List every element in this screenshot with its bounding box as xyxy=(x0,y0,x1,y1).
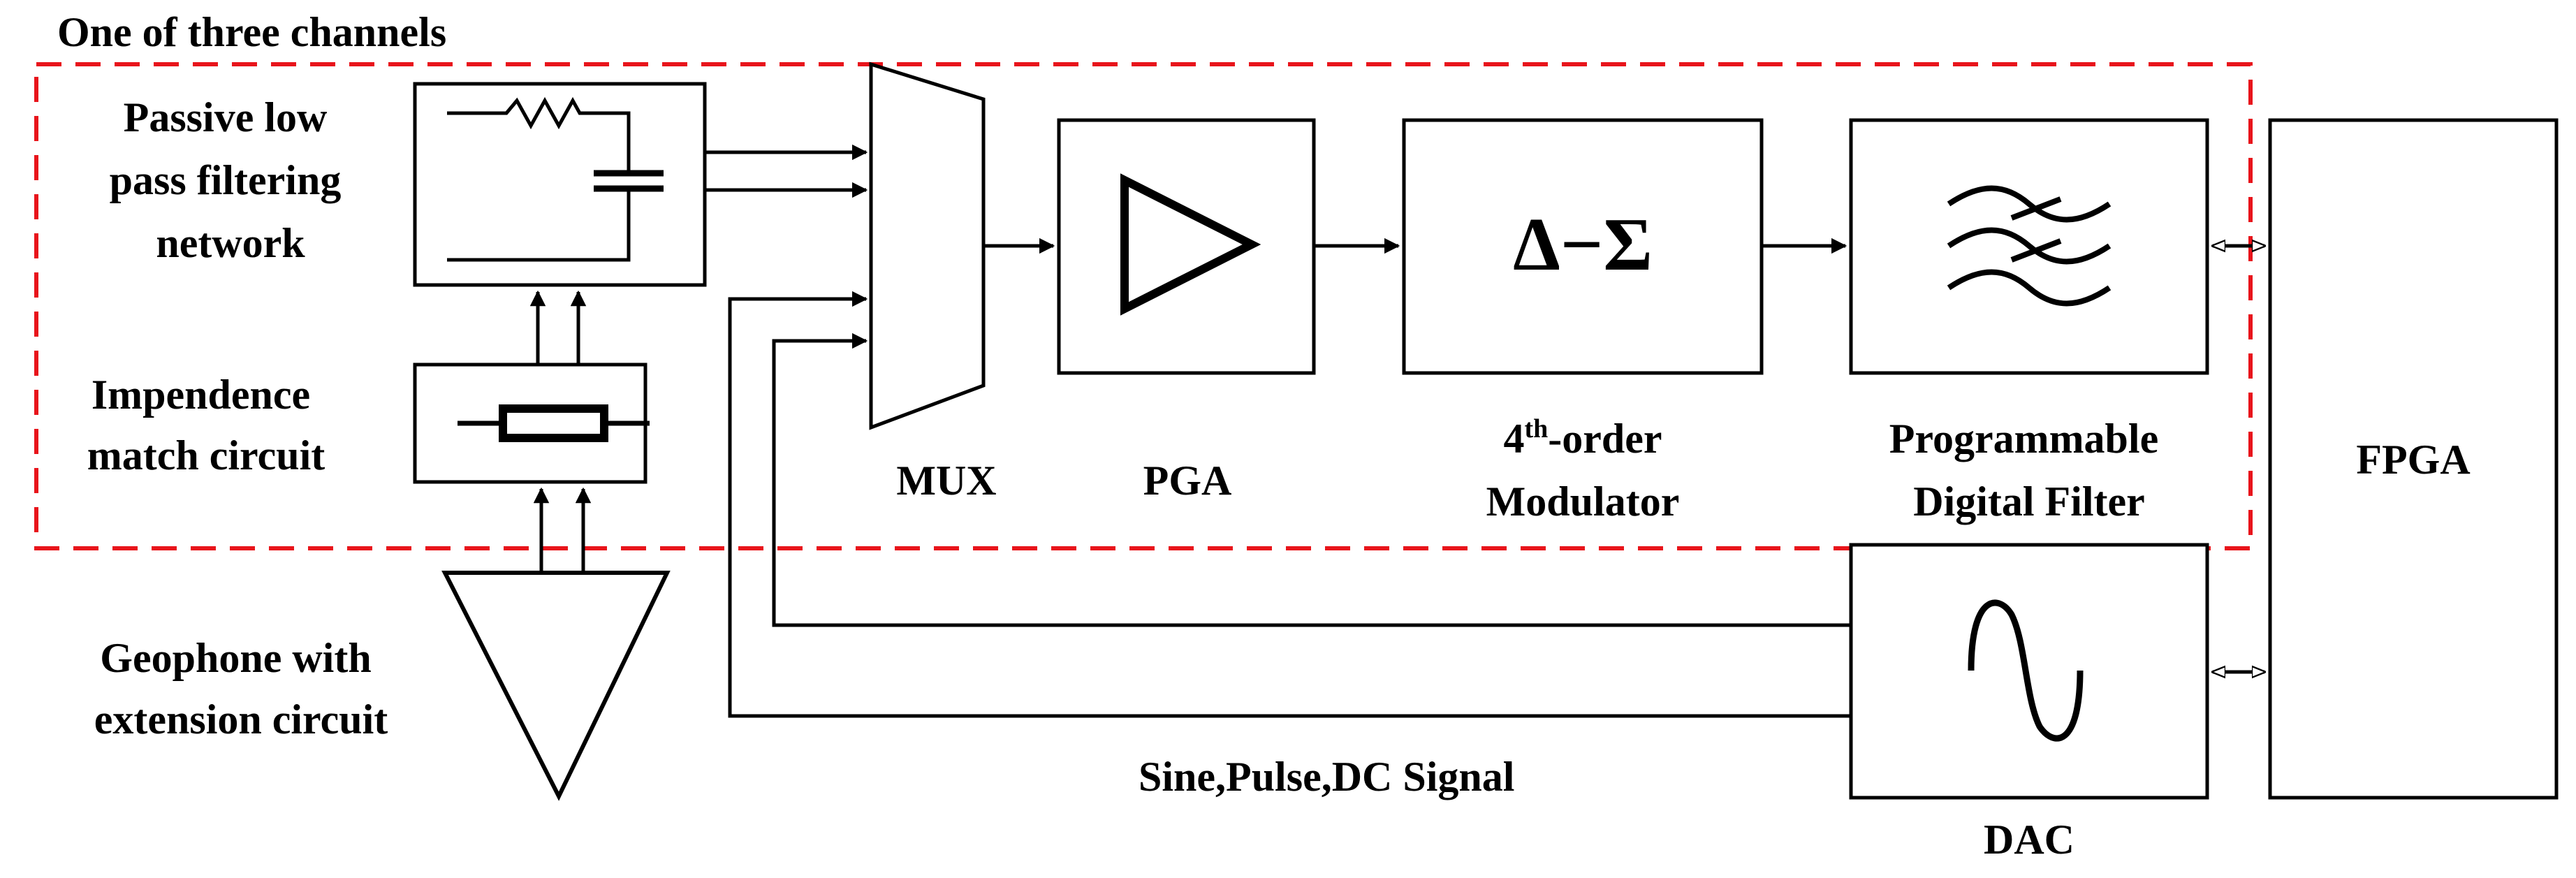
digital-filter-block xyxy=(1849,118,2209,375)
channel-group-label: One of three channels xyxy=(57,9,446,55)
mux-block xyxy=(869,61,986,430)
modulator-block xyxy=(1402,118,1764,375)
fpga-label: FPGA xyxy=(2356,437,2470,483)
modulator-label-line2: Modulator xyxy=(1486,478,1680,525)
impedance-match-block xyxy=(413,363,650,484)
filter-waves-icon xyxy=(1947,185,2112,307)
delta-sigma-symbol: Δ−Σ xyxy=(1513,203,1653,286)
dac-block xyxy=(1849,543,2209,800)
dac-label: DAC xyxy=(1984,817,2074,863)
filter-network-block xyxy=(413,82,707,287)
crystal-icon xyxy=(458,404,650,442)
channel-group-border xyxy=(34,62,2253,550)
sine-wave-icon xyxy=(1968,599,2084,742)
filter-network-label: Passive low pass filtering network xyxy=(110,94,352,266)
geophone-label: Geophone with extension circuit xyxy=(94,635,388,742)
signal-label: Sine,Pulse,DC Signal xyxy=(1139,754,1514,800)
modulator-label-line1: 4th-order xyxy=(1503,414,1662,462)
feedback-wire-lower xyxy=(728,291,1851,718)
mux-label: MUX xyxy=(896,458,996,504)
digital-filter-label: Programmable Digital Filter xyxy=(1889,416,2169,525)
resistor-capacitor-icon xyxy=(447,96,664,262)
impedance-match-label: Impendence match circuit xyxy=(87,372,325,478)
fpga-block xyxy=(2268,118,2559,800)
pga-label: PGA xyxy=(1143,458,1232,504)
pga-block xyxy=(1057,118,1316,375)
amplifier-icon xyxy=(1120,173,1261,316)
geophone-triangle xyxy=(441,571,671,801)
feedback-wire-upper xyxy=(772,332,1851,627)
